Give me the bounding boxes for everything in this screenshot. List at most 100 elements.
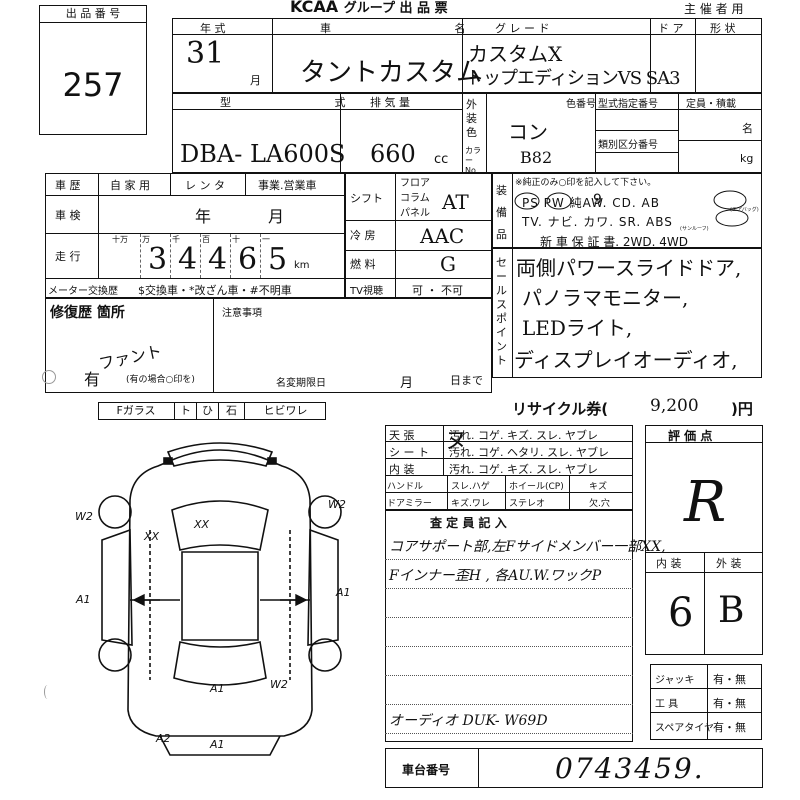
shape-label: 形 状	[710, 22, 736, 35]
specs-box	[345, 173, 492, 298]
condition-row-label: 内 装	[389, 463, 415, 476]
glass-row: Fガラストひ石ヒビワレ	[98, 402, 326, 420]
name-label: 車 名	[320, 22, 526, 35]
glass-item: Fガラス	[116, 404, 156, 417]
odometer-digit: 4	[208, 242, 228, 277]
condition-cell: キズ.ワレ	[451, 499, 490, 509]
condition-cell: ハンドル	[387, 482, 424, 492]
tools-box: ジャッキ有・無工 具有・無スペアタイヤ有・無	[650, 664, 762, 740]
repair-box	[45, 298, 492, 393]
form-title: グループ 出 品 票	[343, 1, 448, 16]
displacement-label: 排 気 量	[370, 96, 410, 109]
displacement-value: 660	[370, 140, 416, 168]
inspector-box	[385, 510, 633, 742]
interior-label: 内 装	[656, 557, 682, 570]
condition-cell-divider	[569, 493, 570, 510]
history-option-private: 自 家 用	[110, 179, 150, 192]
history-option-business: 事業.営業車	[258, 179, 317, 192]
sales-point-1: 両側パワースライドドア,	[516, 256, 742, 280]
recycle-value: 9,200	[650, 396, 699, 416]
tools-value: 有・無	[713, 697, 746, 710]
inspector-rule	[385, 675, 633, 677]
condition-cell: 欠.穴	[589, 499, 610, 509]
sales-point-3: LEDライト,	[522, 316, 633, 340]
mark-a1-4: A1	[209, 738, 225, 751]
ac-label: 冷 房	[350, 229, 376, 242]
ac-value: AAC	[420, 224, 465, 248]
inspector-rule	[385, 588, 633, 590]
margin-dot-1	[42, 370, 56, 384]
chassis-value: 0743459.	[555, 752, 705, 785]
tools-value: 有・無	[713, 721, 746, 734]
color-no-label: カラーNo	[465, 146, 481, 175]
tools-label: スペアタイヤ	[655, 723, 714, 734]
odometer-cell	[260, 234, 290, 278]
tools-label: 工 具	[655, 699, 679, 710]
condition-row	[385, 459, 633, 476]
tv-value: 可 ・ 不可	[412, 284, 463, 297]
equipment-line3: 新 車 保 証 書. 2WD. 4WD	[540, 235, 688, 249]
capacity-label: 定員・積載	[686, 99, 736, 110]
odometer-digit: 6	[238, 242, 258, 277]
margin-dot-2	[44, 685, 51, 699]
color-value: コン	[508, 120, 548, 144]
inspection-month: 月	[268, 207, 285, 226]
inspector-rule	[385, 646, 633, 648]
lot-number-box: 出 品 番 号 257	[39, 5, 147, 135]
odometer-unit: 百	[202, 235, 210, 244]
rename-label: 名変期限日	[276, 378, 326, 389]
damage-marks: XX XX W2 W2 A1 A1 A1 W2 A1 A2	[75, 498, 351, 751]
mark-a1-3: A1	[209, 682, 225, 695]
mark-xx-1: XX	[193, 518, 210, 531]
note-label: 注意事項	[222, 308, 262, 319]
chassis-label: 車台番号	[402, 763, 451, 777]
odometer-unit: 十万	[112, 235, 128, 244]
odometer-cell	[200, 234, 230, 278]
organizer-label: 主 催 者 用	[684, 2, 744, 16]
condition-cell-divider	[447, 476, 448, 493]
year-label: 年 式	[200, 22, 226, 35]
interior-value: 6	[668, 590, 694, 636]
fuel-label: 燃 料	[350, 258, 376, 271]
grade-label: 評 価 点	[668, 429, 713, 443]
lot-number-label: 出 品 番 号	[40, 6, 146, 23]
color-no-value: B82	[520, 148, 553, 167]
history-option-rental: レ ン タ	[185, 179, 225, 192]
mark-xx-2: XX	[143, 530, 160, 543]
shift-label: シフト	[350, 192, 383, 205]
odometer-cell	[170, 234, 200, 278]
condition-row-label: 天 張	[389, 429, 415, 442]
mark-a1-2: A1	[335, 586, 351, 599]
mark-w2-1: W2	[75, 510, 93, 523]
exterior-color-label: 外装色	[466, 98, 477, 139]
color-number-label: 色番号	[566, 99, 596, 110]
condition-row	[385, 442, 633, 459]
cc-unit: cc	[434, 152, 449, 167]
svg-text:9: 9	[593, 192, 602, 208]
sales-point-4: ディスプレイオーディオ,	[514, 348, 738, 372]
equipment-airbag-sub: (エアバッグ)	[730, 207, 759, 213]
kg-unit: kg	[740, 152, 754, 165]
year-value: 31	[186, 36, 225, 71]
glass-item: ト	[174, 402, 196, 420]
condition-table: 天 張汚れ. コゲ. キズ. スレ. ヤブレシ ー ト汚れ. コゲ. ヘタリ. …	[385, 425, 633, 510]
shift-value: AT	[442, 190, 469, 214]
glass-item: ヒビワレ	[244, 402, 326, 420]
inspector-rule	[385, 617, 633, 619]
condition-row-label: シ ー ト	[389, 446, 429, 459]
repair-hint: (有の場合○印を)	[126, 375, 195, 385]
sales-point-2: パノラマモニター,	[522, 286, 689, 310]
grade-label: グ レ ー ド	[495, 22, 550, 35]
inspector-line: コアサポート部,左Fサイドメンバー一部XX,	[389, 539, 666, 555]
model-label: 型 式	[220, 96, 396, 109]
odometer-cell	[230, 234, 260, 278]
inspection-year: 年	[195, 207, 212, 226]
inspection-label: 車 検	[55, 209, 81, 222]
glass-item: 石	[218, 402, 244, 420]
odometer-digit: 5	[268, 242, 288, 277]
condition-cell-divider	[505, 476, 506, 493]
equipment-line1: PS PW 純AW. CD. AB	[522, 196, 660, 210]
condition-cell: キズ	[589, 482, 608, 492]
meter-options: $交換車・*改ざん車・#不明車	[138, 284, 292, 297]
inspector-rule	[385, 704, 633, 706]
